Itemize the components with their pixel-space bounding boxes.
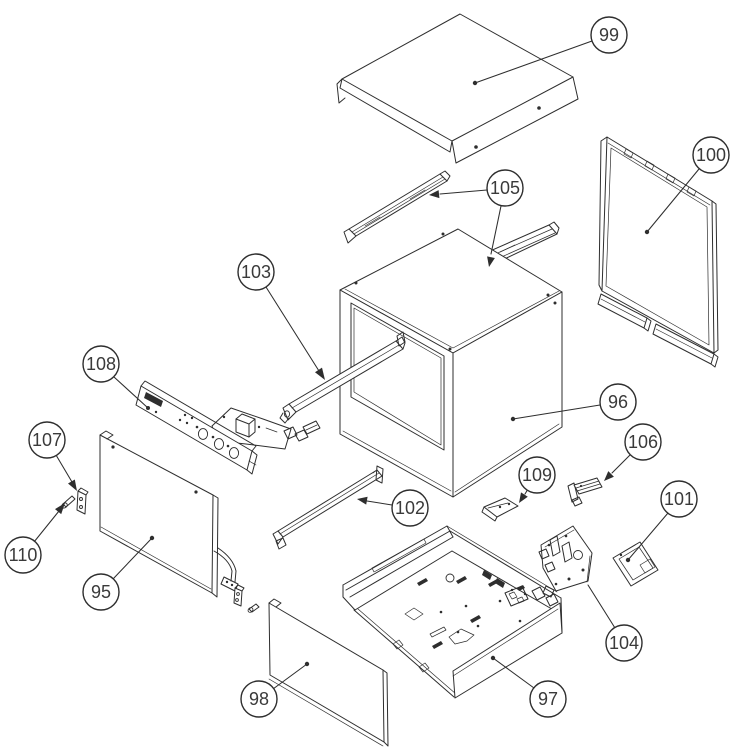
callout-label-100: 100 bbox=[696, 145, 726, 165]
callout-label-96: 96 bbox=[608, 392, 628, 412]
callout-circle-95 bbox=[82, 573, 120, 611]
callout-circle-102 bbox=[391, 489, 429, 527]
callout-104: 104 bbox=[587, 584, 643, 662]
callout-107: 107 bbox=[28, 421, 77, 491]
callout-label-102: 102 bbox=[395, 498, 425, 518]
callout-97: 97 bbox=[490, 655, 567, 718]
part-slide-bracket-drawing bbox=[567, 477, 603, 507]
callout-circle-103 bbox=[237, 253, 275, 291]
callout-106: 106 bbox=[604, 423, 662, 481]
callout-label-95: 95 bbox=[91, 582, 111, 602]
callout-circle-108 bbox=[82, 345, 120, 383]
callout-103: 103 bbox=[237, 253, 325, 380]
callout-circle-106 bbox=[624, 423, 662, 461]
callout-108: 108 bbox=[82, 345, 150, 410]
callout-label-103: 103 bbox=[241, 262, 271, 282]
part-cabinet-drawing bbox=[339, 228, 563, 498]
part-cross-rail-drawing bbox=[279, 331, 406, 424]
part-mounting-plate-drawing bbox=[538, 525, 593, 598]
part-front-panel-drawing bbox=[268, 598, 389, 747]
callout-circle-97 bbox=[529, 680, 567, 718]
callout-circle-105 bbox=[486, 169, 524, 207]
part-corner-bracket-drawing bbox=[481, 497, 519, 522]
callout-circle-100 bbox=[692, 136, 730, 174]
callout-label-101: 101 bbox=[664, 489, 694, 509]
callout-label-107: 107 bbox=[32, 430, 62, 450]
callout-105: 105 bbox=[429, 169, 524, 267]
part-top-panel-drawing bbox=[336, 13, 579, 164]
part-side-panel-drawing bbox=[597, 136, 719, 368]
part-lower-cross-rail-drawing bbox=[272, 465, 384, 550]
callout-110: 110 bbox=[4, 503, 65, 574]
callout-label-106: 106 bbox=[628, 432, 658, 452]
callout-label-104: 104 bbox=[609, 633, 639, 653]
callout-95: 95 bbox=[82, 535, 155, 611]
callout-circle-110 bbox=[4, 536, 42, 574]
callout-label-97: 97 bbox=[538, 689, 558, 709]
part-cover-plate-drawing bbox=[612, 541, 659, 587]
callout-label-109: 109 bbox=[522, 465, 552, 485]
callout-label-110: 110 bbox=[9, 545, 38, 565]
part-control-panel-drawing bbox=[135, 380, 321, 475]
callout-circle-99 bbox=[590, 16, 628, 54]
callout-label-98: 98 bbox=[249, 689, 269, 709]
callout-100: 100 bbox=[644, 136, 730, 235]
callout-label-105: 105 bbox=[490, 178, 520, 198]
callout-label-108: 108 bbox=[86, 354, 116, 374]
callout-circle-107 bbox=[28, 421, 66, 459]
callout-circle-109 bbox=[518, 456, 556, 494]
callout-101: 101 bbox=[625, 480, 698, 563]
callout-circle-98 bbox=[240, 680, 278, 718]
part-hinge-bracket-drawing bbox=[233, 584, 260, 613]
callout-circle-104 bbox=[605, 624, 643, 662]
part-rail-left-drawing bbox=[343, 170, 451, 244]
callout-99: 99 bbox=[472, 16, 628, 86]
callout-circle-96 bbox=[599, 383, 637, 421]
part-base-tray-drawing bbox=[342, 525, 563, 699]
callout-circle-101 bbox=[660, 480, 698, 518]
callout-102: 102 bbox=[357, 489, 429, 527]
callout-label-99: 99 bbox=[599, 25, 619, 45]
callout-98: 98 bbox=[240, 661, 310, 718]
part-door-panel-drawing bbox=[99, 430, 239, 598]
callout-109: 109 bbox=[518, 456, 556, 503]
callout-96: 96 bbox=[510, 383, 637, 422]
part-pin-bracket-drawing bbox=[76, 487, 89, 515]
